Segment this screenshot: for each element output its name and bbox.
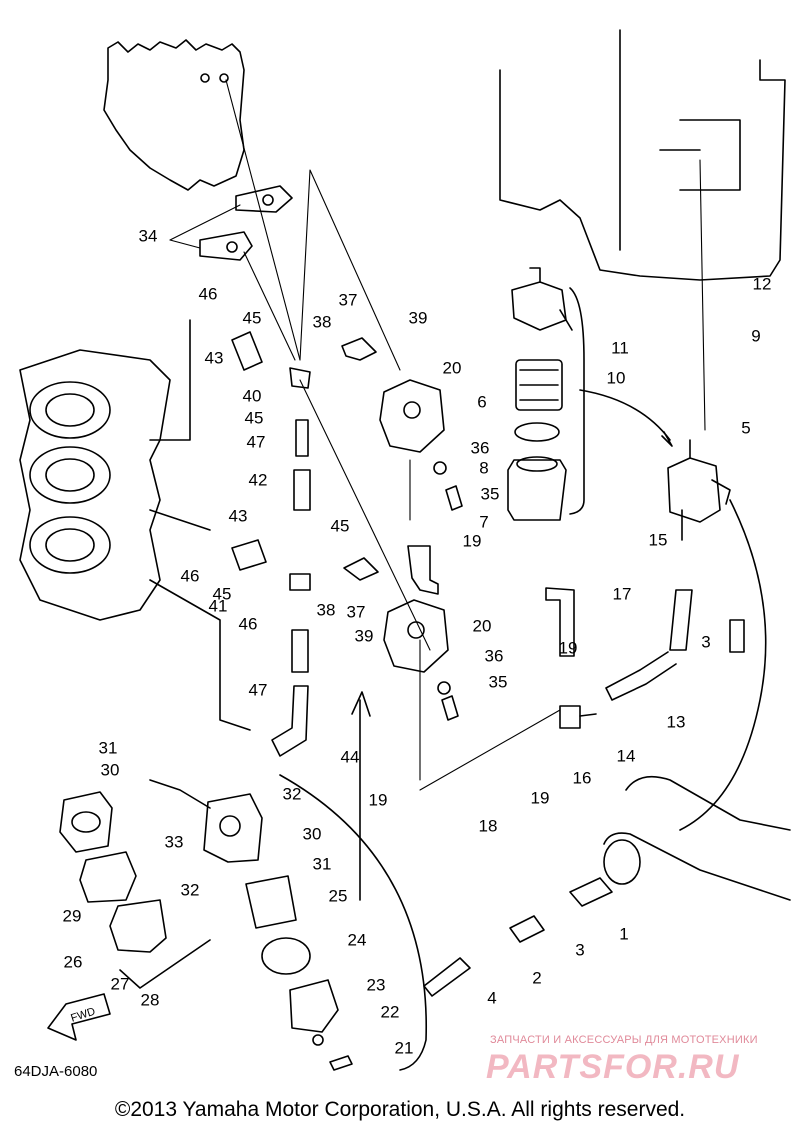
fuel-joint-5 <box>667 439 731 541</box>
fuel-hoses-right <box>407 545 745 729</box>
fuel-pump-assembly-33 <box>59 774 427 1071</box>
part-callout: 30 <box>302 824 322 844</box>
part-callout: 5 <box>741 418 751 438</box>
part-callout: 40 <box>242 386 262 406</box>
part-callout: 17 <box>612 584 632 604</box>
part-callout: 35 <box>480 484 500 504</box>
part-callout: 20 <box>472 616 492 636</box>
fuel-pump-20-lower <box>383 599 459 721</box>
part-callout: 32 <box>282 784 302 804</box>
part-callout: 20 <box>442 358 462 378</box>
part-callout: 3 <box>575 940 585 960</box>
part-callout: 9 <box>751 326 761 346</box>
part-callout: 19 <box>558 638 578 658</box>
part-callout: 46 <box>180 566 200 586</box>
copyright-notice: ©2013 Yamaha Motor Corporation, U.S.A. A… <box>114 1098 686 1121</box>
part-callout: 19 <box>530 788 550 808</box>
part-callout: 32 <box>180 880 200 900</box>
part-callout: 38 <box>316 600 336 620</box>
part-callout: 21 <box>394 1038 414 1058</box>
part-callout: 30 <box>100 760 120 780</box>
gasket-34-upper <box>235 185 293 213</box>
part-callout: 33 <box>164 832 184 852</box>
part-callout: 18 <box>478 816 498 836</box>
part-callout: 36 <box>470 438 490 458</box>
part-callout: 41 <box>208 596 228 616</box>
engine-casing-outline <box>499 29 786 281</box>
part-callout: 27 <box>110 974 130 994</box>
part-callout: 23 <box>366 975 386 995</box>
part-callout: 31 <box>312 854 332 874</box>
leader-lines <box>169 79 706 791</box>
watermark-brand: PARTSFOR.RU <box>486 1048 740 1086</box>
part-callout: 43 <box>204 348 224 368</box>
part-callout: 46 <box>198 284 218 304</box>
part-callout: 7 <box>479 512 489 532</box>
part-callout: 45 <box>330 516 350 536</box>
engine-block-outline <box>103 39 245 191</box>
part-callout: 38 <box>312 312 332 332</box>
part-callout: 29 <box>62 906 82 926</box>
part-callout: 15 <box>648 530 668 550</box>
part-callout: 31 <box>98 738 118 758</box>
part-callout: 22 <box>380 1002 400 1022</box>
part-callout: 46 <box>238 614 258 634</box>
part-callout: 4 <box>487 988 497 1008</box>
gasket-34-lower <box>199 231 253 261</box>
part-callout: 43 <box>228 506 248 526</box>
part-callout: 44 <box>340 747 360 767</box>
part-callout: 3 <box>701 632 711 652</box>
part-callout: 12 <box>752 274 772 294</box>
part-callout: 14 <box>616 746 636 766</box>
part-callout: 13 <box>666 712 686 732</box>
part-callout: 26 <box>63 952 83 972</box>
part-callout: 25 <box>328 886 348 906</box>
part-callout: 6 <box>477 392 487 412</box>
carburetor-stack <box>19 319 251 731</box>
part-callout: 35 <box>488 672 508 692</box>
hose-column-center <box>231 331 379 757</box>
part-callout: 16 <box>572 768 592 788</box>
part-callout: 39 <box>354 626 374 646</box>
part-callout: 47 <box>248 680 268 700</box>
part-callout: 10 <box>606 368 626 388</box>
part-callout: 36 <box>484 646 504 666</box>
fuel-filter-assembly <box>507 267 673 521</box>
part-callout: 34 <box>138 226 158 246</box>
part-callout: 45 <box>244 408 264 428</box>
fwd-arrow <box>47 993 111 1041</box>
part-callout: 24 <box>347 930 367 950</box>
part-callout: 2 <box>532 968 542 988</box>
part-callout: 19 <box>462 531 482 551</box>
part-callout: 19 <box>368 790 388 810</box>
part-callout: 39 <box>408 308 428 328</box>
part-callout: 45 <box>242 308 262 328</box>
watermark-tagline: ЗАПЧАСТИ И АКСЕССУАРЫ ДЛЯ МОТОТЕХНИКИ <box>490 1034 758 1046</box>
part-callout: 37 <box>346 602 366 622</box>
drawing-code: 64DJA-6080 <box>14 1063 98 1080</box>
part-callout: 28 <box>140 990 160 1010</box>
part-callout: 1 <box>619 924 629 944</box>
fuel-pump-20-upper <box>379 379 463 511</box>
lower-unit-outline <box>351 499 791 997</box>
part-callout: 37 <box>338 290 358 310</box>
part-callout: 8 <box>479 458 489 478</box>
part-callout: 42 <box>248 470 268 490</box>
part-callout: 47 <box>246 432 266 452</box>
part-callout: 11 <box>611 338 629 358</box>
part-callout: 45 <box>212 584 232 604</box>
